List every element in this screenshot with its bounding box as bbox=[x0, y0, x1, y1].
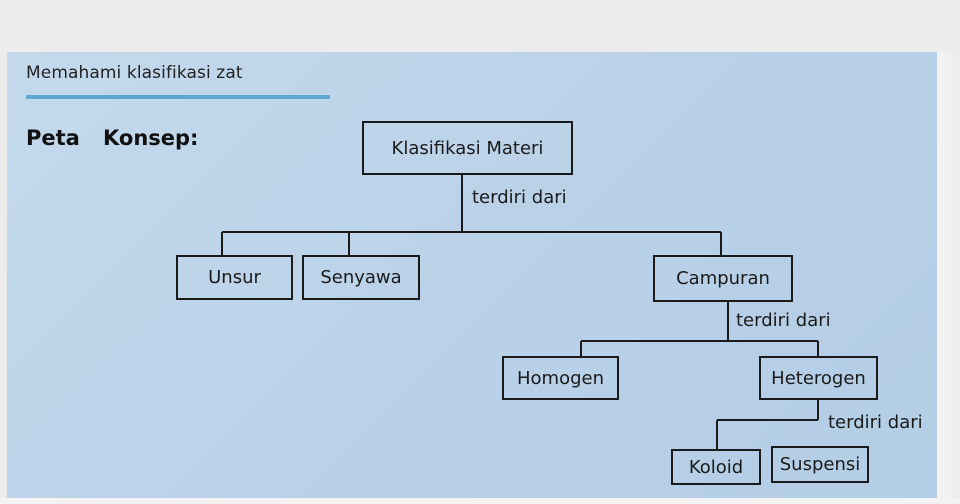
title-underline bbox=[26, 95, 330, 99]
edge-label-heterogen: terdiri dari bbox=[828, 412, 923, 433]
node-unsur: Unsur bbox=[176, 255, 293, 300]
page-margin-right bbox=[937, 52, 960, 504]
node-klasifikasi-materi: Klasifikasi Materi bbox=[362, 121, 573, 175]
edge-label-campuran: terdiri dari bbox=[736, 310, 831, 331]
node-suspensi: Suspensi bbox=[771, 446, 869, 483]
content-panel: Memahami klasifikasi zat Peta Konsep: Kl… bbox=[7, 52, 937, 498]
page-margin-bottom bbox=[0, 498, 960, 504]
connector-lines bbox=[221, 174, 819, 449]
concept-map-label-konsep: Konsep: bbox=[103, 126, 199, 150]
node-koloid: Koloid bbox=[671, 449, 761, 485]
node-campuran: Campuran bbox=[653, 255, 793, 302]
node-heterogen: Heterogen bbox=[759, 356, 878, 400]
concept-map-label-peta: Peta bbox=[26, 126, 80, 150]
node-homogen: Homogen bbox=[502, 356, 619, 400]
page-title: Memahami klasifikasi zat bbox=[26, 63, 243, 83]
edge-label-root: terdiri dari bbox=[472, 187, 567, 208]
node-senyawa: Senyawa bbox=[302, 255, 420, 300]
